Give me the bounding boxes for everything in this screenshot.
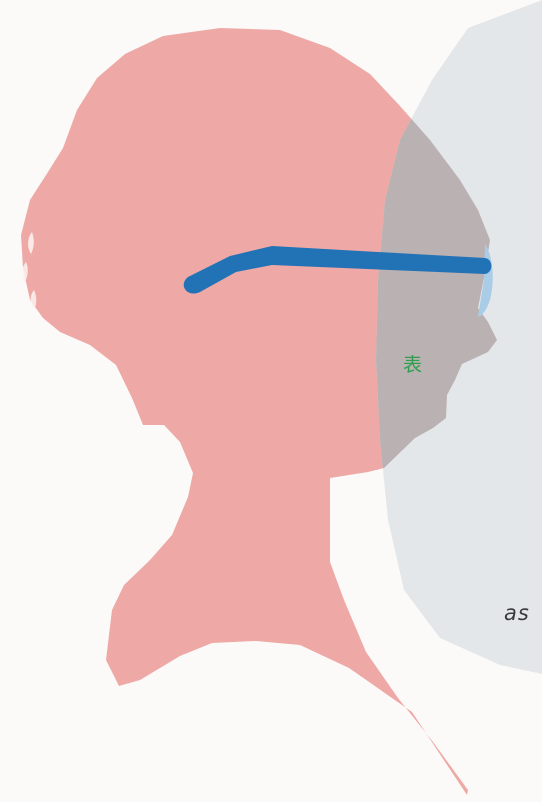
front-label: 表 — [403, 356, 422, 375]
corner-text: as — [504, 603, 530, 624]
